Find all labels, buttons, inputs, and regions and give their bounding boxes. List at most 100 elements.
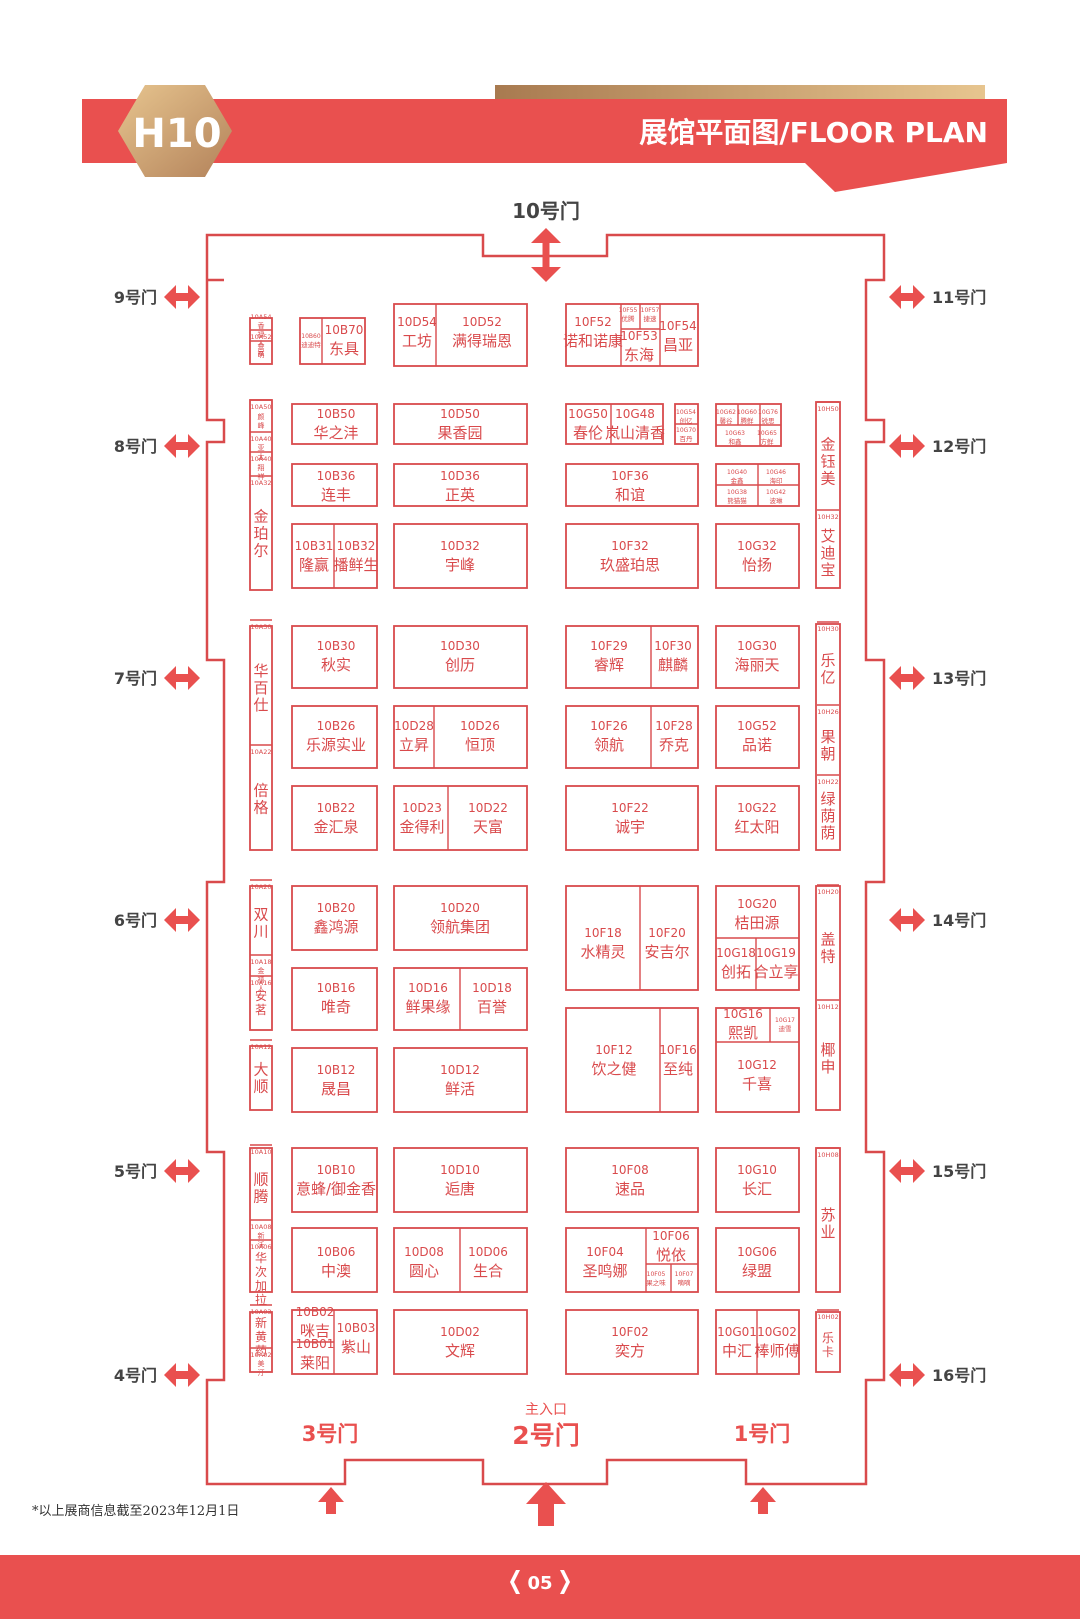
booth-10G52[interactable]: 10G52品诺 [737, 719, 777, 754]
booth-10B12[interactable]: 10B12晟昌 [317, 1063, 356, 1098]
booth-10B06[interactable]: 10B06中澳 [317, 1245, 356, 1280]
booth-10A50[interactable]: 10A50颜峰 [251, 403, 272, 430]
booth-10B70[interactable]: 10B70东具 [325, 323, 364, 358]
booth-10D50[interactable]: 10D50果香园 [437, 407, 482, 442]
booth-10F08[interactable]: 10F08速品 [611, 1163, 648, 1198]
booth-10G30[interactable]: 10G30海丽天 [734, 639, 779, 674]
booth-10G16[interactable]: 10G16熙凯 [723, 1007, 763, 1042]
booth-10D18[interactable]: 10D18百誉 [472, 981, 512, 1016]
booth-10H20[interactable]: 10H20盖特 [817, 888, 838, 965]
booth-10B03[interactable]: 10B03紫山 [337, 1321, 376, 1356]
booth-10F29[interactable]: 10F29睿辉 [590, 639, 627, 674]
booth-10G46[interactable]: 10G46海印 [766, 469, 786, 485]
booth-10F16[interactable]: 10F16至纯 [659, 1043, 696, 1078]
booth-10G18[interactable]: 10G18创拓 [716, 946, 756, 981]
booth-10D54[interactable]: 10D54工坊 [397, 315, 437, 350]
booth-10G70[interactable]: 10G70百丹 [676, 427, 696, 443]
booth-10B31[interactable]: 10B31隆赢 [295, 539, 334, 574]
booth-10A03[interactable]: 10A03新黄药 [251, 1308, 272, 1358]
booth-10G60[interactable]: 10G60腾鲜 [737, 409, 757, 425]
booth-10F30[interactable]: 10F30麒麟 [654, 639, 691, 674]
booth-10G02[interactable]: 10G02棒师傅 [754, 1325, 799, 1360]
booth-10G54[interactable]: 10G54创亿 [676, 409, 696, 425]
booth-10H30[interactable]: 10H30乐亿 [817, 625, 838, 686]
booth-10D22[interactable]: 10D22天富 [468, 801, 508, 836]
booth-10G50[interactable]: 10G50春伦 [568, 407, 608, 442]
booth-10F20[interactable]: 10F20安吉尔 [644, 926, 689, 961]
booth-10G40[interactable]: 10G40金鑫 [727, 469, 747, 485]
booth-10D08[interactable]: 10D08圆心 [404, 1245, 444, 1280]
booth-10F52[interactable]: 10F52诺和诺康 [563, 315, 623, 350]
booth-10G48[interactable]: 10G48岚山清香 [605, 407, 665, 442]
booth-10F12[interactable]: 10F12饮之健 [591, 1043, 636, 1078]
booth-10D10[interactable]: 10D10逅唐 [440, 1163, 480, 1198]
booth-10F55[interactable]: 10F55优腾 [619, 307, 638, 323]
booth-10A30[interactable]: 10A30华百仕 [251, 623, 272, 714]
booth-10F07[interactable]: 10F07嘀嘀 [675, 1271, 694, 1287]
booth-10B22[interactable]: 10B22金汇泉 [313, 801, 358, 836]
booth-10G10[interactable]: 10G10长汇 [737, 1163, 777, 1198]
booth-10F18[interactable]: 10F18水精灵 [580, 926, 625, 961]
booth-10D36[interactable]: 10D36正英 [440, 469, 480, 504]
booth-10F53[interactable]: 10F53东海 [620, 329, 657, 364]
booth-10A40[interactable]: 10A40翔祥 [251, 455, 272, 481]
booth-10G01[interactable]: 10G01中汇 [717, 1325, 757, 1360]
booth-10A18[interactable]: 10A18金禧人 [251, 958, 272, 993]
booth-10F04[interactable]: 10F04圣鸣娜 [582, 1245, 627, 1280]
booth-10A22[interactable]: 10A22倍格 [251, 748, 272, 816]
booth-10D23[interactable]: 10D23金得利 [399, 801, 444, 836]
booth-10D16[interactable]: 10D16鲜果缘 [405, 981, 450, 1016]
booth-10B26[interactable]: 10B26乐源实业 [306, 719, 366, 754]
booth-10B32[interactable]: 10B32播鲜生 [333, 539, 378, 574]
booth-10H02[interactable]: 10H02乐卡 [817, 1313, 838, 1359]
booth-10F26[interactable]: 10F26领航 [590, 719, 627, 754]
booth-10H50[interactable]: 10H50金钰美 [817, 405, 838, 487]
booth-10G20[interactable]: 10G20桔田源 [734, 897, 779, 932]
booth-10F36[interactable]: 10F36和谊 [611, 469, 648, 504]
booth-10H32[interactable]: 10H32艾迪宝 [817, 513, 838, 579]
booth-10D12[interactable]: 10D12鲜活 [440, 1063, 480, 1098]
booth-10A02[interactable]: 10A02美汀 [251, 1351, 272, 1377]
booth-10F28[interactable]: 10F28乔克 [655, 719, 692, 754]
booth-10D32[interactable]: 10D32宇峰 [440, 539, 480, 574]
booth-10A16[interactable]: 10A16安茗 [251, 979, 272, 1017]
booth-10D52[interactable]: 10D52满得瑞恩 [452, 315, 512, 350]
booth-10A32[interactable]: 10A32金珀尔 [251, 479, 272, 559]
booth-10F32[interactable]: 10F32玖盛珀思 [600, 539, 660, 574]
booth-10G42[interactable]: 10G42波琳 [766, 489, 786, 505]
booth-10G63[interactable]: 10G63和鑫 [725, 430, 745, 446]
booth-10F02[interactable]: 10F02奕方 [611, 1325, 648, 1360]
booth-10A10[interactable]: 10A10顺腾 [251, 1148, 272, 1205]
booth-10G19[interactable]: 10G19合立享 [753, 946, 798, 981]
booth-10B60[interactable]: 10B60迪迪特 [301, 333, 321, 349]
booth-10G76[interactable]: 10G76锐思 [758, 409, 778, 425]
booth-10H26[interactable]: 10H26果朝 [817, 708, 838, 763]
booth-10G17[interactable]: 10G17迪雪 [775, 1017, 795, 1033]
booth-10B36[interactable]: 10B36连丰 [317, 469, 356, 504]
booth-10B20[interactable]: 10B20鑫鸿源 [313, 901, 358, 936]
booth-10D28[interactable]: 10D28立昇 [394, 719, 434, 754]
booth-10D26[interactable]: 10D26恒顶 [460, 719, 500, 754]
booth-10H08[interactable]: 10H08苏业 [817, 1151, 838, 1241]
booth-10D02[interactable]: 10D02文辉 [440, 1325, 480, 1360]
booth-10G22[interactable]: 10G22红太阳 [734, 801, 779, 836]
booth-10G62[interactable]: 10G62馨谷 [716, 409, 736, 425]
booth-10G32[interactable]: 10G32怡扬 [737, 539, 777, 574]
booth-10G12[interactable]: 10G12千喜 [737, 1058, 777, 1093]
booth-10B01[interactable]: 10B01莱阳 [296, 1337, 335, 1372]
booth-10B30[interactable]: 10B30秋实 [317, 639, 356, 674]
booth-10A52[interactable]: 10A52金萌 [251, 333, 272, 359]
booth-10B10[interactable]: 10B10意蜂/御金香 [296, 1163, 376, 1198]
booth-10F05[interactable]: 10F05果之味 [646, 1271, 666, 1287]
booth-10A08[interactable]: 10A08新沃 [251, 1223, 272, 1249]
booth-10D30[interactable]: 10D30创历 [440, 639, 480, 674]
booth-10D20[interactable]: 10D20领航集团 [430, 901, 490, 936]
booth-10G06[interactable]: 10G06绿盟 [737, 1245, 777, 1280]
booth-10A06[interactable]: 10A06华次加拉 [251, 1243, 272, 1307]
booth-10B02[interactable]: 10B02咪吉 [296, 1305, 335, 1340]
booth-10F22[interactable]: 10F22诚宇 [611, 801, 648, 836]
booth-10G38[interactable]: 10G38熊猫猫 [727, 489, 747, 505]
booth-10G65[interactable]: 10G65方鲜 [757, 430, 777, 446]
booth-10H22[interactable]: 10H22绿荫荫 [817, 778, 838, 842]
booth-10A20[interactable]: 10A20双川 [251, 883, 272, 940]
